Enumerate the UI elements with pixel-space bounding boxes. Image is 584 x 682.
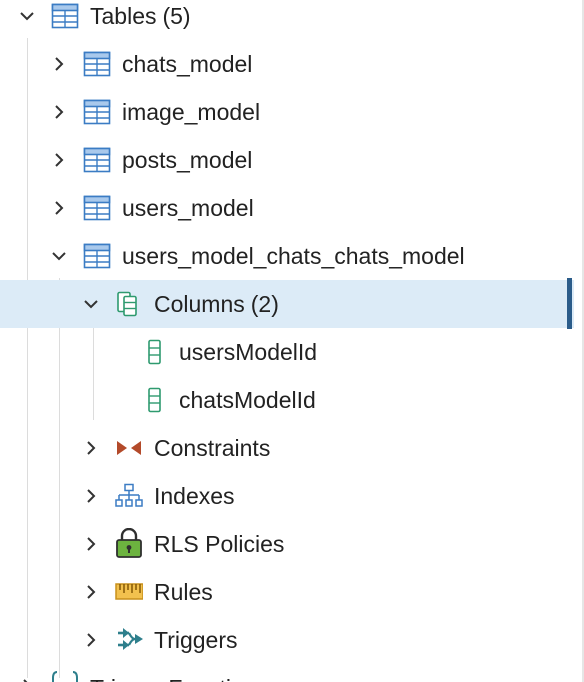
tree-node-label: Tables(5): [90, 0, 191, 40]
chevron-right-icon[interactable]: [83, 440, 99, 456]
tables-label: Tables: [90, 3, 157, 29]
column-icon: [141, 387, 169, 413]
tree-guide-line: [27, 38, 28, 678]
chevron-right-icon[interactable]: [51, 200, 67, 216]
tree-node-label: usersModelId: [179, 339, 318, 365]
tree-node-rules[interactable]: Rules: [0, 568, 574, 616]
tree-node-triggers[interactable]: Triggers: [0, 616, 574, 664]
tree-node-column[interactable]: usersModelId: [0, 328, 574, 376]
chevron-right-icon[interactable]: [83, 584, 99, 600]
tree-node-label: chatsModelId: [179, 387, 316, 413]
columns-icon: [115, 291, 143, 317]
chevron-right-icon[interactable]: [51, 152, 67, 168]
tree-node-rls-policies[interactable]: RLS Policies: [0, 520, 574, 568]
tree-node-column[interactable]: chatsModelId: [0, 376, 574, 424]
tree-node-label: users_model: [122, 195, 254, 221]
selection-indicator: [567, 278, 572, 329]
table-icon: [83, 99, 111, 125]
table-icon: [83, 195, 111, 221]
tree-node-trigger-functions[interactable]: Trigger Functions: [0, 664, 574, 682]
tree-node-label: Rules: [154, 579, 213, 605]
chevron-down-icon[interactable]: [19, 8, 35, 24]
tree-node-label: users_model_chats_chats_model: [122, 243, 465, 269]
tree-node-tables[interactable]: Tables(5): [0, 0, 574, 40]
tree-node-table[interactable]: chats_model: [0, 40, 574, 88]
tree-node-label: image_model: [122, 99, 261, 125]
column-icon: [141, 339, 169, 365]
tree-node-columns[interactable]: Columns(2): [0, 280, 574, 328]
table-icon: [83, 147, 111, 173]
lock-icon: [115, 528, 143, 558]
tree-node-label: Indexes: [154, 483, 235, 509]
tree-node-constraints[interactable]: Constraints: [0, 424, 574, 472]
tree-node-label: Columns(2): [154, 280, 279, 328]
tree-node-table[interactable]: users_model_chats_chats_model: [0, 232, 574, 280]
chevron-right-icon[interactable]: [83, 536, 99, 552]
tree-node-table[interactable]: image_model: [0, 88, 574, 136]
chevron-down-icon[interactable]: [83, 296, 99, 312]
tree-node-label: posts_model: [122, 147, 253, 173]
table-icon: [83, 243, 111, 269]
tables-count: (5): [162, 3, 191, 29]
trigger-function-icon: [51, 670, 79, 682]
tree-node-label: RLS Policies: [154, 531, 285, 557]
tree-node-label: Triggers: [154, 627, 238, 653]
tree-node-table[interactable]: posts_model: [0, 136, 574, 184]
columns-label: Columns: [154, 291, 245, 317]
index-icon: [115, 483, 143, 509]
tree-node-indexes[interactable]: Indexes: [0, 472, 574, 520]
panel-edge: [582, 0, 584, 682]
trigger-icon: [115, 624, 143, 654]
chevron-right-icon[interactable]: [19, 678, 35, 682]
tree-node-table[interactable]: users_model: [0, 184, 574, 232]
rules-icon: [115, 579, 143, 605]
chevron-right-icon[interactable]: [83, 632, 99, 648]
chevron-down-icon[interactable]: [51, 248, 67, 264]
tree-node-label: Constraints: [154, 435, 271, 461]
chevron-right-icon[interactable]: [83, 488, 99, 504]
tree-guide-line: [93, 328, 94, 420]
columns-count: (2): [250, 291, 279, 317]
chevron-right-icon[interactable]: [51, 56, 67, 72]
table-icon: [83, 51, 111, 77]
chevron-right-icon[interactable]: [51, 104, 67, 120]
tree-guide-line: [59, 278, 60, 678]
tree-node-label: chats_model: [122, 51, 253, 77]
constraint-icon: [115, 435, 143, 461]
table-icon: [51, 3, 79, 29]
tree-node-label: Trigger Functions: [90, 664, 268, 682]
